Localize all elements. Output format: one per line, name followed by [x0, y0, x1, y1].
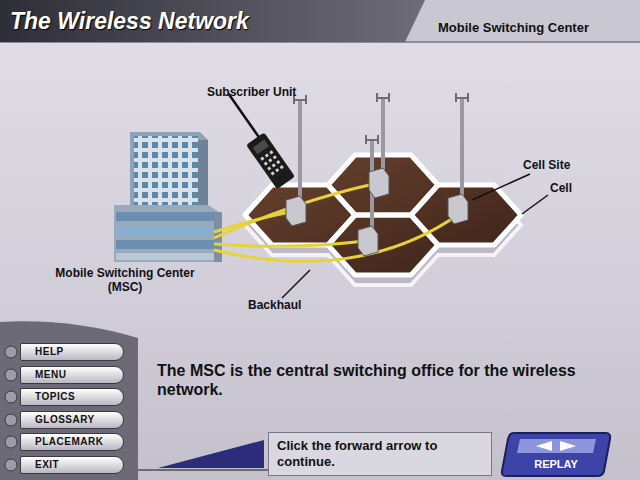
msc-building: [114, 132, 222, 262]
menu-button: MENU: [20, 366, 124, 384]
part-label: Mobile Switching Center (MSC): [42, 266, 208, 295]
section-heading: Mobile Switching Center: [438, 20, 589, 36]
instruction-box: Click the forward arrow to continue.: [268, 432, 492, 476]
menu-button: GLOSSARY: [20, 411, 124, 429]
button-label: REPLAY: [504, 458, 608, 471]
replay-shape: [500, 431, 612, 477]
cell-towers: [300, 98, 462, 238]
part-label: Cell: [550, 181, 572, 195]
button-label: HELP: [35, 346, 119, 358]
narration-text: The MSC is the central switching office …: [157, 361, 597, 399]
replay-button: REPLAY: [500, 431, 612, 477]
part-label: Backhaul: [248, 298, 301, 312]
instruction-text: Click the forward arrow to continue.: [277, 438, 483, 469]
antennas: [293, 93, 469, 144]
menu-button: EXIT: [20, 456, 124, 474]
button-bulbs: [5, 346, 17, 471]
header-bar: [0, 0, 640, 42]
leader-lines: [282, 174, 548, 298]
subscriber-phone: [216, 90, 295, 189]
bottom-rule: [138, 469, 270, 471]
menu-button: HELP: [20, 343, 124, 361]
title-bar: [0, 0, 425, 42]
progress-wedge: [158, 440, 264, 468]
button-label: GLOSSARY: [35, 414, 119, 426]
backhaul-cables: [214, 184, 462, 261]
button-label: MENU: [35, 369, 119, 381]
part-label: Cell Site: [523, 158, 570, 172]
cell-site-boxes: [286, 168, 468, 256]
part-label: Subscriber Unit: [207, 85, 296, 99]
button-label: EXIT: [35, 459, 119, 471]
screen-title: The Wireless Network: [10, 8, 249, 35]
control-panel: [0, 321, 138, 480]
button-label: PLACEMARK: [35, 436, 119, 448]
button-label: TOPICS: [35, 391, 119, 403]
menu-button: PLACEMARK: [20, 433, 124, 451]
menu-button: TOPICS: [20, 388, 124, 406]
